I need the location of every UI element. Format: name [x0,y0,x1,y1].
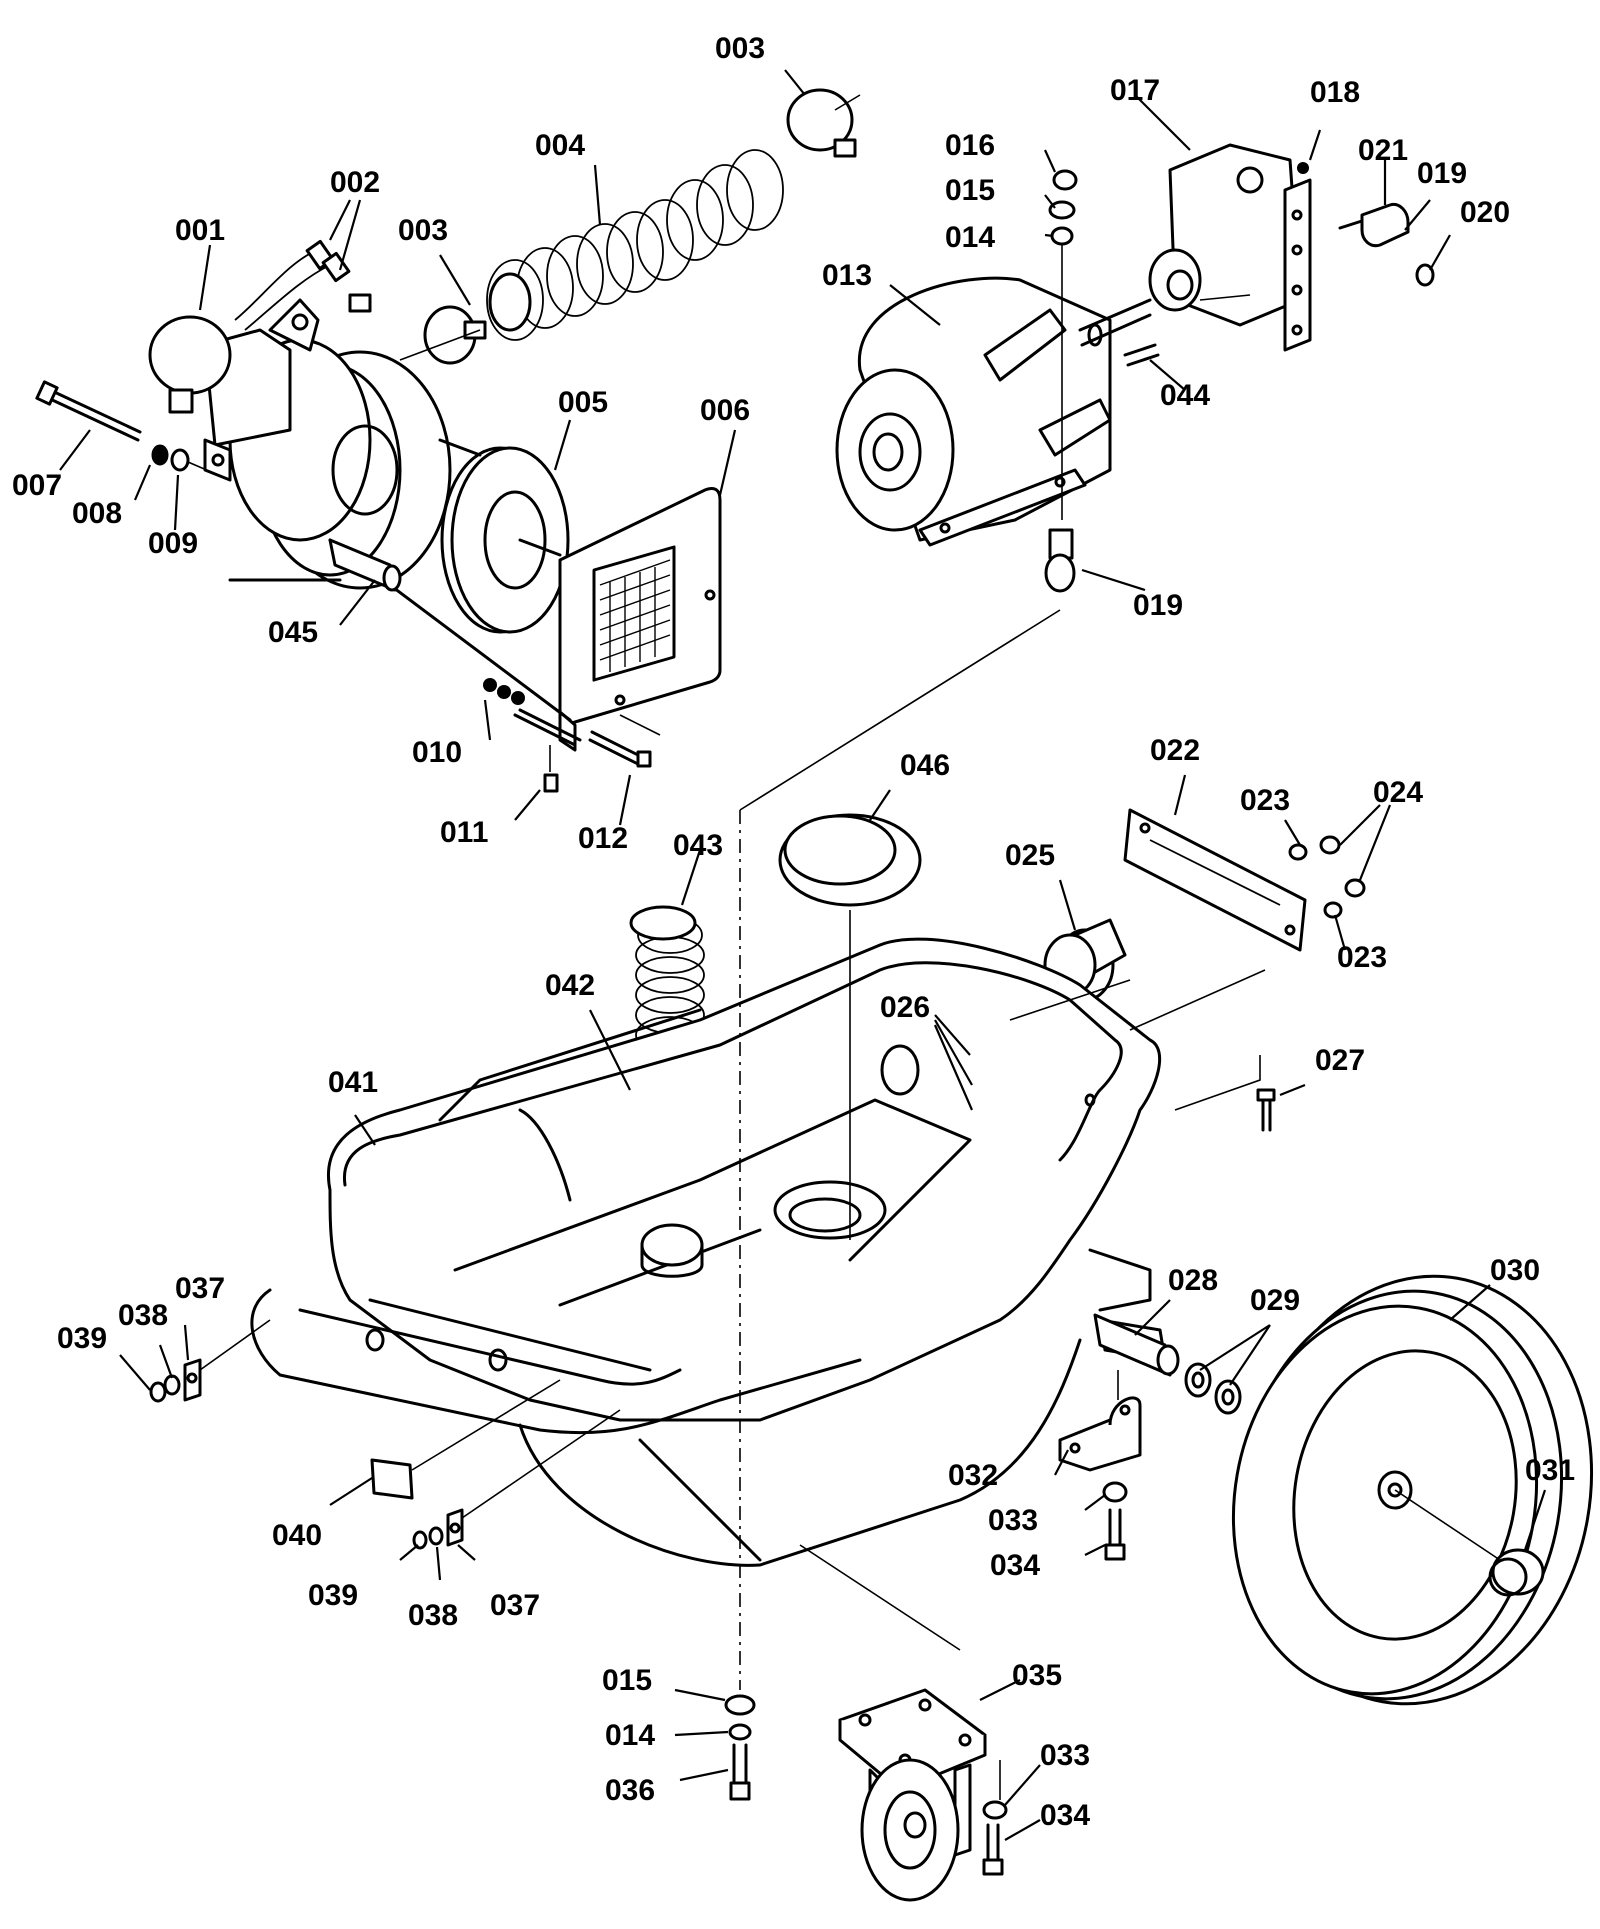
callout-034: 034 [990,1549,1040,1582]
callout-044: 044 [1160,379,1210,412]
callout-035: 035 [1012,1659,1062,1692]
callout-036: 036 [605,1774,655,1807]
callout-045: 045 [268,616,318,649]
callout-004: 004 [535,129,585,162]
callout-012: 012 [578,822,628,855]
callout-038: 038 [408,1599,458,1632]
callout-023: 023 [1337,941,1387,974]
screw-027 [1174,1055,1276,1132]
label-040 [370,1379,561,1500]
callout-040: 040 [272,1519,322,1552]
bracket-032-assembly [1058,1370,1142,1561]
callout-006: 006 [700,394,750,427]
pump-017-assembly [1123,143,1435,367]
callout-011: 011 [440,816,488,849]
callout-016: 016 [945,129,995,162]
hardware-036-stack [724,810,756,1801]
bolt-007-assembly [35,380,231,481]
callout-029: 029 [1250,1284,1300,1317]
callout-015: 015 [945,174,995,207]
callout-039: 039 [308,1579,358,1612]
callout-046: 046 [900,749,950,782]
callout-labels: 001 002 003 004 003 005 006 007 008 009 … [12,32,1575,1832]
callout-019: 019 [1417,157,1467,190]
callout-030: 030 [1490,1254,1540,1287]
callout-023: 023 [1240,784,1290,817]
callout-033: 033 [1040,1739,1090,1772]
callout-033: 033 [988,1504,1038,1537]
hardware-014-016 [1048,169,1078,520]
callout-022: 022 [1150,734,1200,767]
callout-042: 042 [545,969,595,1002]
callout-019: 019 [1133,589,1183,622]
callout-041: 041 [328,1066,378,1099]
axle-028-assembly [1093,1313,1242,1415]
callout-037: 037 [175,1272,225,1305]
callout-002: 002 [330,166,380,199]
hose-004-assembly [399,88,861,365]
callout-043: 043 [673,829,723,862]
callout-026: 026 [880,991,930,1024]
callout-032: 032 [948,1459,998,1492]
pump-motor-013 [835,276,1152,547]
callout-028: 028 [1168,1264,1218,1297]
bracket-022-assembly [1123,808,1366,952]
hinge-037-left [149,1319,271,1403]
callout-014: 014 [605,1719,655,1752]
hubcap-031 [1488,1548,1545,1597]
callout-003: 003 [715,32,765,65]
callout-038: 038 [118,1299,168,1332]
callout-020: 020 [1460,196,1510,229]
callout-017: 017 [1110,74,1160,107]
callout-031: 031 [1525,1454,1575,1487]
assembly-axis-lines [739,609,1266,1651]
callout-008: 008 [72,497,122,530]
caster-035 [838,1688,1008,1902]
callout-007: 007 [12,469,62,502]
hinge-037-bottom [412,1409,621,1550]
gasket-046 [778,813,922,907]
callout-021: 021 [1358,134,1408,167]
callout-013: 013 [822,259,872,292]
callout-010: 010 [412,736,462,769]
callout-014: 014 [945,221,995,254]
callout-039: 039 [57,1322,107,1355]
callout-003: 003 [398,214,448,247]
callout-037: 037 [490,1589,540,1622]
tank-041 [250,937,1167,1567]
callout-034: 034 [1040,1799,1090,1832]
bushing-019-lower [1044,528,1076,593]
leader-lines [59,69,1547,1841]
screws-010-012 [483,678,661,793]
callout-005: 005 [558,386,608,419]
callout-018: 018 [1310,76,1360,109]
wheel-030 [1231,1274,1594,1706]
callout-024: 024 [1373,776,1423,809]
callout-015: 015 [602,1664,652,1697]
cover-006-assembly [328,438,722,752]
callout-009: 009 [148,527,198,560]
callout-027: 027 [1315,1044,1365,1077]
vacuum-motor-001 [148,239,452,590]
callout-025: 025 [1005,839,1055,872]
callout-001: 001 [175,214,225,247]
